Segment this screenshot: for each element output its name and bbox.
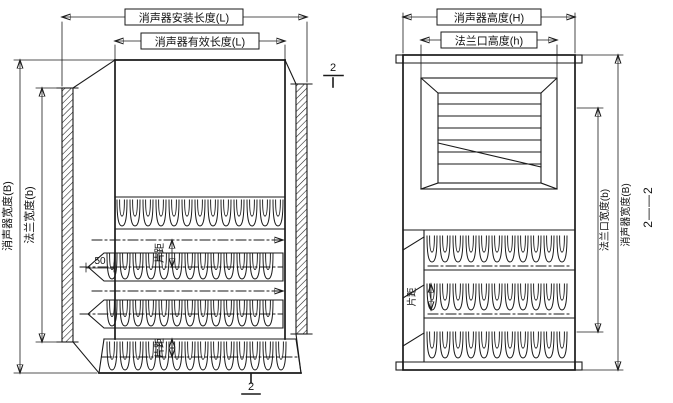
dim-blade-spacing-upper: 片距: [153, 240, 172, 267]
label-blade-spacing-end: 片距: [406, 287, 418, 307]
inlet-flange: [56, 87, 79, 343]
installation-length-label-box: [124, 8, 244, 26]
dim-50: 50: [85, 256, 115, 273]
dim-flange-height-h: 法兰口高度(h): [421, 31, 557, 78]
section-mark-2-bottom: 2: [241, 373, 261, 395]
label-silencer-height-H: 消声器高度(H): [454, 11, 524, 25]
label-flange-height-h: 法兰口高度(h): [455, 34, 523, 48]
end-acoustic-fill-row-2: [426, 283, 568, 311]
dim-silencer-height-H: 消声器高度(H): [403, 8, 575, 54]
height-label-box: [436, 8, 542, 26]
label-50: 50: [94, 256, 106, 267]
label-section-2-2: 2——2: [641, 186, 655, 227]
end-acoustic-fill-row-3: [426, 331, 568, 359]
label-silencer-width-B: 消声器宽度(B): [0, 181, 14, 251]
effective-length-label-box: [140, 32, 260, 50]
label-installation-length: 消声器安装长度(L): [139, 11, 229, 25]
acoustic-fill-row-1: [116, 199, 284, 227]
flange-height-label-box: [440, 31, 538, 49]
label-blade-spacing-lower: 片距: [153, 338, 166, 358]
label-section-2-top: 2: [330, 62, 336, 74]
label-effective-length: 消声器有效长度(L): [155, 35, 245, 49]
label-blade-spacing-upper: 片距: [153, 243, 166, 263]
label-silencer-width-B-right: 消声器宽度(B): [619, 183, 632, 246]
dim-flange-width-b-left: 法兰宽度(b): [22, 88, 62, 342]
dim-effective-length: 消声器有效长度(L): [115, 32, 285, 60]
outlet-flange: [290, 83, 313, 335]
left-view: 消声器安装长度(L) 消声器有效长度(L) 消声器宽度(B) 法兰宽度(b): [0, 8, 344, 395]
flange-opening-louvers: [420, 77, 558, 190]
section-mark-2-top: 2: [323, 62, 344, 88]
dim-flange-width-b-right: 法兰口宽度(b): [576, 108, 611, 332]
dim-installation-length: 消声器安装长度(L): [62, 8, 307, 87]
label-section-2-bottom: 2: [248, 381, 254, 393]
right-view: 消声器高度(H) 法兰口高度(h): [395, 8, 655, 371]
casing-outline: [72, 59, 302, 374]
flow-centerlines: [79, 240, 299, 358]
label-flange-width-b: 法兰宽度(b): [22, 186, 36, 243]
acoustic-fill-row-3: [106, 300, 274, 327]
acoustic-fill-row-4: [106, 341, 287, 371]
dim-silencer-width-B-left: 消声器宽度(B): [0, 60, 115, 373]
acoustic-fill-row-2: [106, 253, 274, 280]
label-flange-width-b-right: 法兰口宽度(b): [598, 189, 611, 251]
end-acoustic-fill-row-1: [426, 235, 568, 263]
end-view-casing: [395, 54, 583, 371]
dim-blade-spacing-lower: 片距: [153, 338, 172, 358]
end-view-baffle-section: [402, 229, 576, 363]
dim-silencer-width-B-right: 消声器宽度(B): [576, 55, 632, 370]
dim-blade-spacing-end: 片距: [406, 284, 431, 310]
